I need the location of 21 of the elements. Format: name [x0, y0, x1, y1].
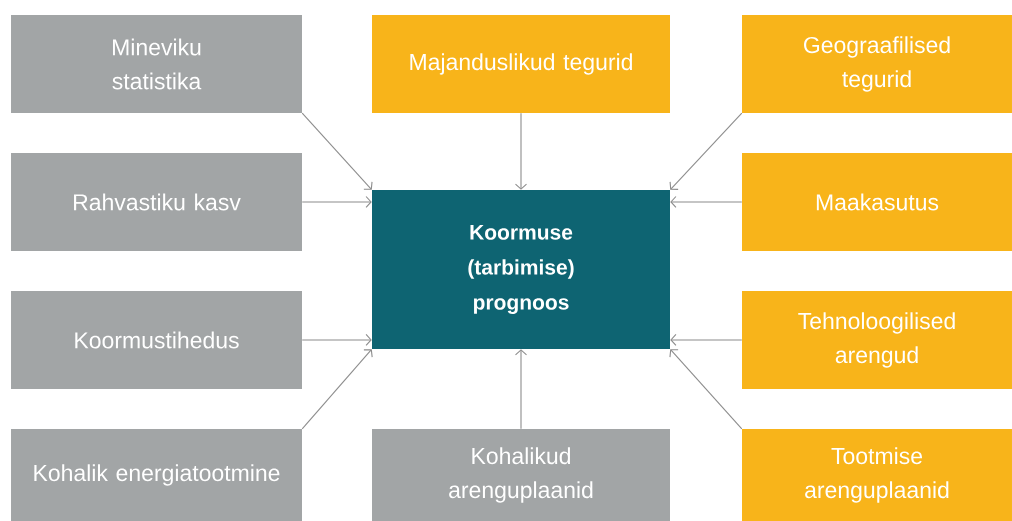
factor-box: Koormustihedus: [11, 291, 302, 389]
arrow: [514, 112, 528, 190]
arrow: [670, 195, 743, 209]
factor-box: Kohalikud arenguplaanid: [372, 429, 670, 521]
factor-box: Kohalik energiatootmine: [11, 429, 302, 521]
arrow: [514, 349, 528, 430]
factor-box: Tootmise arenguplaanid: [742, 429, 1012, 521]
factor-box: Tehnoloogilised arengud: [742, 291, 1012, 389]
arrow: [301, 112, 373, 190]
forecast-box: Koormuse (tarbimise) prognoos: [372, 190, 670, 349]
factor-box: Geograafilised tegurid: [742, 15, 1012, 113]
arrow: [301, 349, 373, 430]
factor-box: Maakasutus: [742, 153, 1012, 251]
factor-box: Mineviku statistika: [11, 15, 302, 113]
factor-box: Majanduslikud tegurid: [372, 15, 670, 113]
factor-box: Rahvastiku kasv: [11, 153, 302, 251]
arrow: [301, 195, 372, 209]
arrow: [669, 349, 743, 430]
arrow: [670, 333, 743, 347]
arrow: [669, 112, 743, 190]
arrow: [301, 333, 372, 347]
